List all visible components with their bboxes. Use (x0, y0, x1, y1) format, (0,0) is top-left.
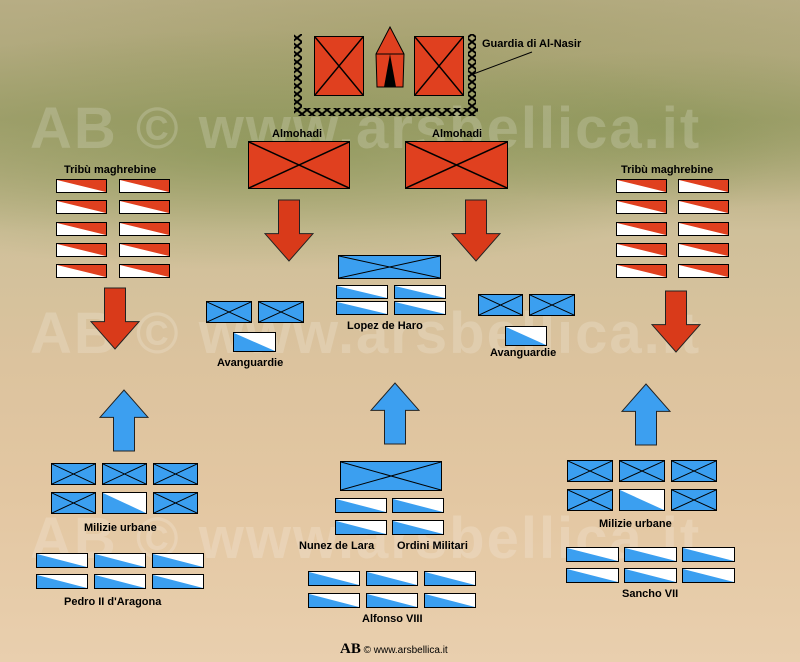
milizie-unit (153, 492, 198, 514)
tribu-unit (678, 264, 729, 279)
tribu-unit (56, 221, 107, 236)
lopez-unit (394, 285, 446, 299)
tribu-unit (119, 221, 170, 236)
lopez-unit (336, 285, 388, 299)
arrow-up-icon (621, 383, 671, 446)
watermark-row: AB © www.arsbellica.it (30, 301, 702, 366)
avanguardie-unit (258, 301, 304, 323)
almohadi-unit (405, 141, 508, 189)
lopez-label: Lopez de Haro (347, 320, 423, 332)
pedro-unit (94, 553, 146, 568)
pedro-unit (152, 553, 204, 568)
tribu-unit (678, 179, 729, 193)
arrow-up-icon (99, 389, 149, 452)
milizie-unit (567, 489, 613, 511)
center-unit (340, 461, 442, 491)
lopez-unit (338, 255, 441, 279)
ordini-label: Ordini Militari (397, 540, 468, 552)
tribu-unit (616, 221, 667, 236)
milizie-unit (619, 460, 665, 482)
arsbellica-logo-icon: AB (340, 641, 361, 657)
pedro-label: Pedro II d'Aragona (64, 596, 162, 608)
nunez-label: Nunez de Lara (299, 540, 375, 552)
arrow-down-icon (651, 290, 701, 353)
tribu-unit (56, 179, 107, 193)
lopez-unit (336, 301, 388, 315)
alfonso-unit (366, 593, 418, 608)
milizie-unit (671, 460, 717, 482)
sancho-unit (624, 547, 677, 562)
arrow-down-icon (90, 287, 140, 350)
tribu-left-label: Tribù maghrebine (64, 164, 157, 176)
milizie-unit (619, 489, 665, 511)
tribu-unit (616, 264, 667, 279)
alfonso-unit (424, 571, 476, 586)
milizie-unit (567, 460, 613, 482)
milizie-unit (153, 463, 198, 485)
tribu-unit (616, 179, 667, 193)
arrow-up-icon (370, 382, 420, 445)
arrow-down-icon (451, 199, 501, 262)
avanguardie-unit (206, 301, 252, 323)
pedro-unit (94, 574, 146, 589)
center-unit (392, 520, 444, 535)
tribu-unit (616, 242, 667, 257)
guardia-label: Guardia di Al-Nasir (482, 38, 582, 50)
milizie-unit (51, 492, 96, 514)
guardia-unit (314, 36, 364, 96)
tribu-unit (119, 264, 170, 279)
avanguardie-right-label: Avanguardie (490, 347, 557, 359)
avanguardie-unit (233, 332, 276, 352)
milizie-unit (102, 463, 147, 485)
guardia-pointer (467, 51, 533, 77)
tribu-right-label: Tribù maghrebine (621, 164, 714, 176)
milizie-right-label: Milizie urbane (599, 518, 672, 530)
lopez-unit (394, 301, 446, 315)
pedro-unit (36, 574, 88, 589)
arrow-down-icon (264, 199, 314, 262)
avanguardie-unit (478, 294, 523, 316)
almohadi-right-label: Almohadi (432, 128, 483, 140)
tribu-unit (119, 179, 170, 193)
sancho-unit (682, 547, 735, 562)
alfonso-unit (366, 571, 418, 586)
sancho-unit (682, 568, 735, 583)
alfonso-unit (308, 571, 360, 586)
alfonso-unit (424, 593, 476, 608)
pedro-unit (36, 553, 88, 568)
avanguardie-left-label: Avanguardie (217, 357, 284, 369)
guardia-unit (414, 36, 464, 96)
tribu-unit (616, 200, 667, 215)
milizie-unit (671, 489, 717, 511)
tribu-unit (56, 264, 107, 279)
center-unit (392, 498, 444, 513)
sancho-unit (624, 568, 677, 583)
sancho-label: Sancho VII (622, 588, 679, 600)
tribu-unit (56, 200, 107, 215)
milizie-left-label: Milizie urbane (84, 522, 157, 534)
tribu-unit (678, 221, 729, 236)
pedro-unit (152, 574, 204, 589)
almohadi-left-label: Almohadi (272, 128, 323, 140)
alfonso-unit (308, 593, 360, 608)
milizie-unit (51, 463, 96, 485)
tribu-unit (119, 200, 170, 215)
avanguardie-unit (529, 294, 575, 316)
tribu-unit (119, 242, 170, 257)
sancho-unit (566, 568, 619, 583)
milizie-unit (102, 492, 147, 514)
sancho-unit (566, 547, 619, 562)
footer-url: www.arsbellica.it (373, 645, 448, 656)
almohadi-unit (248, 141, 350, 189)
tribu-unit (678, 242, 729, 257)
footer: AB © www.arsbellica.it (340, 641, 448, 657)
center-unit (335, 498, 387, 513)
avanguardie-unit (505, 326, 547, 346)
tribu-unit (678, 200, 729, 215)
tribu-unit (56, 242, 107, 257)
tent-icon (375, 26, 405, 88)
alfonso-label: Alfonso VIII (362, 613, 423, 625)
center-unit (335, 520, 387, 535)
